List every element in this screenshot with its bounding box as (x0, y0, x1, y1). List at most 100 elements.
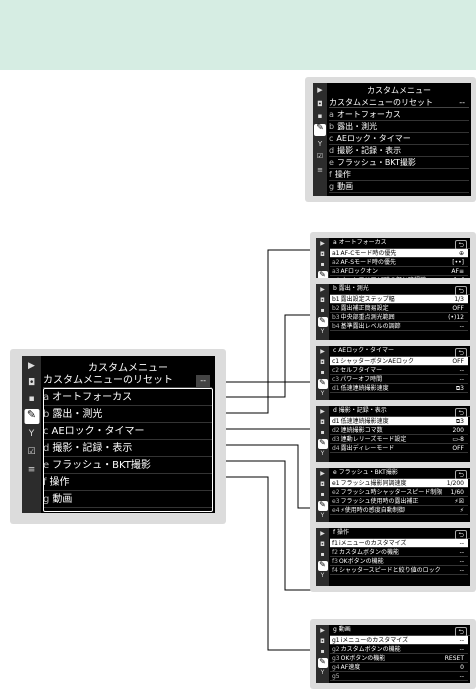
row-code: f3 (332, 558, 338, 565)
submenu-row-f1[interactable]: f1iメニューのカスタマイズ-- (330, 539, 468, 548)
submenu-row-f4[interactable]: f4シャッタースピードと絞り値のロック-- (330, 566, 468, 575)
submenu-row-f3[interactable]: f3OKボタンの機能-- (330, 557, 468, 566)
pencil-icon[interactable]: ✎ (317, 316, 328, 327)
movie-icon[interactable]: ▪ (320, 307, 325, 314)
camera-icon[interactable]: ◘ (320, 359, 325, 366)
playback-icon[interactable]: ▶ (320, 470, 325, 477)
row-value: AF≡ (449, 267, 464, 275)
top-menu-reset-row[interactable]: カスタムメニューのリセット -- (329, 97, 469, 108)
submenu-row-e3[interactable]: e3フラッシュ使用時の露出補正⚡☒ (330, 497, 468, 506)
movie-icon[interactable]: ▪ (320, 369, 325, 376)
camera-icon[interactable]: ◘ (320, 638, 325, 645)
movie-icon[interactable]: ▪ (320, 429, 325, 436)
submenu-row-g5[interactable]: g5-- (330, 672, 468, 681)
movie-icon[interactable]: ▪ (28, 394, 35, 404)
retouch-icon[interactable]: ☑ (27, 447, 36, 457)
wrench-icon[interactable]: Y (320, 512, 325, 519)
submenu-row-a2[interactable]: a2AF-Sモード時の優先[••] (330, 258, 468, 267)
submenu-row-f2[interactable]: f2カスタムボタンの機能-- (330, 548, 468, 557)
submenu-row-b4[interactable]: b4基準露出レベルの調節-- (330, 322, 468, 331)
camera-icon[interactable]: ◘ (320, 251, 325, 258)
pencil-icon[interactable]: ✎ (317, 378, 328, 389)
submenu-row-e4[interactable]: e4⚡使用時の感度自動制御⚡ (330, 506, 468, 515)
playback-icon[interactable]: ▶ (317, 86, 323, 94)
mymenu-icon[interactable]: ≡ (27, 465, 36, 475)
playback-icon[interactable]: ▶ (320, 627, 325, 634)
row-value: -- (457, 548, 464, 556)
movie-icon[interactable]: ▪ (320, 648, 325, 655)
wrench-icon[interactable]: Y (320, 328, 325, 335)
playback-icon[interactable]: ▶ (320, 240, 325, 247)
submenu-row-g2[interactable]: g2カスタムボタンの機能-- (330, 645, 468, 654)
playback-icon[interactable]: ▶ (28, 361, 35, 371)
submenu-row-b3[interactable]: b3中央部重点測光範囲(•)12 (330, 313, 468, 322)
playback-icon[interactable]: ▶ (320, 348, 325, 355)
retouch-icon[interactable]: ☑ (316, 152, 324, 160)
camera-icon[interactable]: ◘ (320, 541, 325, 548)
submenu-row-d1[interactable]: d1低速連続撮影速度⧉3 (330, 384, 468, 393)
camera-icon[interactable]: ◘ (320, 419, 325, 426)
pencil-icon[interactable]: ✎ (317, 657, 328, 668)
wrench-icon[interactable]: Y (320, 572, 325, 579)
wrench-icon[interactable]: Y (320, 669, 325, 676)
wrench-icon[interactable]: Y (28, 429, 35, 439)
pencil-icon[interactable]: ✎ (24, 409, 39, 424)
submenu-row-c3[interactable]: c3パワーオフ時間-- (330, 375, 468, 384)
submenu-row-a1[interactable]: a1AF-Cモード時の優先⊕ (330, 249, 468, 258)
camera-icon[interactable]: ◘ (27, 378, 36, 388)
submenu-row-d3[interactable]: d3連動レリーズモード設定▭-8 (330, 435, 468, 444)
row-value: 1/200 (444, 479, 464, 487)
pencil-icon[interactable]: ✎ (317, 438, 328, 449)
wrench-icon[interactable]: Y (317, 140, 323, 148)
submenu-row-d1[interactable]: d1低速連続撮影速度⧉3 (330, 417, 468, 426)
playback-icon[interactable]: ▶ (320, 408, 325, 415)
row-value: 200 (450, 426, 464, 434)
movie-icon[interactable]: ▪ (317, 112, 323, 120)
playback-icon[interactable]: ▶ (320, 286, 325, 293)
mymenu-icon[interactable]: ≡ (317, 166, 323, 174)
camera-icon[interactable]: ◘ (317, 100, 323, 108)
camera-icon[interactable]: ◘ (320, 297, 325, 304)
submenu-row-g1[interactable]: g1iメニューのカスタマイズ-- (330, 636, 468, 645)
pencil-icon[interactable]: ✎ (314, 124, 326, 136)
movie-icon[interactable]: ▪ (320, 491, 325, 498)
camera-icon[interactable]: ◘ (320, 481, 325, 488)
pencil-icon[interactable]: ✎ (317, 500, 328, 511)
wrench-icon[interactable]: Y (320, 390, 325, 397)
movie-icon[interactable]: ▪ (320, 551, 325, 558)
main-menu-reset-row[interactable]: カスタムメニューのリセット -- (43, 374, 212, 388)
wrench-icon[interactable]: Y (320, 450, 325, 457)
movie-icon[interactable]: ▪ (320, 261, 325, 268)
pencil-icon[interactable]: ✎ (317, 270, 328, 281)
submenu-row-c2[interactable]: c2セルフタイマー-- (330, 366, 468, 375)
playback-icon[interactable]: ▶ (320, 530, 325, 537)
pencil-icon[interactable]: ✎ (317, 560, 328, 571)
